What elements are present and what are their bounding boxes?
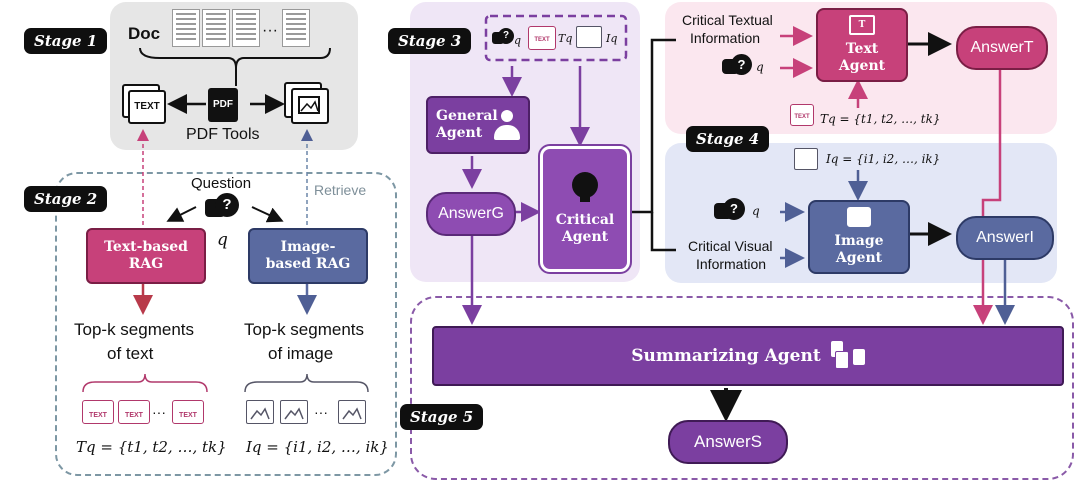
text-agent-label: Text Agent: [838, 41, 886, 74]
doc-ellipsis: ···: [262, 22, 278, 39]
image-segment-k: [338, 400, 366, 424]
image-based-rag-label: Image-based RAG: [265, 239, 351, 272]
connector-arrows: [82, 14, 1015, 422]
text-segment-1: TEXT: [82, 400, 114, 424]
speech-bubble-question-icon: ?: [714, 198, 746, 226]
general-agent-box: General Agent: [426, 96, 530, 154]
pdf-icon: PDF: [208, 88, 238, 122]
answer-s-label: AnswerS: [693, 432, 763, 451]
retrieve-label: Retrieve: [314, 182, 367, 198]
answer-t-box: AnswerT: [956, 26, 1048, 70]
image-document-icon: [284, 82, 330, 124]
topk-image-line1: Top-k segments: [244, 320, 364, 339]
general-agent-label: General Agent: [436, 108, 498, 141]
summarizing-agent-label: Summarizing Agent: [631, 346, 821, 366]
summarizing-agent-box: Summarizing Agent: [432, 326, 1064, 386]
speech-bubble-question-icon: ?: [722, 54, 752, 80]
tq-formula-stage4: Tq = {t1, t2, …, tk}: [820, 112, 941, 126]
stage3-text-stack-icon: TEXT: [528, 26, 556, 50]
pdf-tools-label: PDF Tools: [186, 126, 260, 143]
tq-formula-stage2: Tq = {t1, t2, …, tk}: [76, 438, 227, 456]
document-stack-icon: [830, 341, 865, 371]
stage3-q: q: [514, 34, 522, 47]
critical-visual-line2: Information: [696, 256, 767, 272]
iq-formula-stage4: Iq = {i1, i2, …, ik}: [826, 152, 941, 166]
critical-textual-line2: Information: [690, 30, 761, 46]
doc-page-4: [282, 9, 310, 47]
answer-i-label: AnswerI: [976, 229, 1034, 246]
doc-page-3: [232, 9, 260, 47]
critical-agent-label: Critical Agent: [555, 212, 615, 245]
topk-text-line1: Top-k segments: [74, 320, 194, 339]
text-document-icon: TEXT: [122, 84, 166, 124]
answer-i-box: AnswerI: [956, 216, 1054, 260]
stage4-text-stack-icon: TEXT: [790, 104, 814, 126]
text-segments-ellipsis: ···: [152, 404, 166, 420]
image-agent-label: Image Agent: [834, 233, 884, 266]
critical-visual-line1: Critical Visual: [688, 238, 773, 254]
doc-page-2: [202, 9, 230, 47]
stage4-image-q: q: [752, 204, 760, 218]
speech-bubble-question-icon: ?: [492, 28, 514, 48]
iq-formula-stage2: Iq = {i1, i2, …, ik}: [246, 438, 389, 456]
question-q: q: [217, 230, 228, 250]
image-based-rag-box: Image-based RAG: [248, 228, 368, 284]
stage-4-label: Stage 4: [686, 126, 770, 152]
text-agent-box: T Text Agent: [816, 8, 908, 82]
critical-textual-line1: Critical Textual: [682, 12, 773, 28]
speech-bubble-question-icon: ?: [205, 193, 241, 223]
stage-2-label: Stage 2: [24, 186, 108, 212]
doc-page-1: [172, 9, 200, 47]
stage4-text-q: q: [756, 60, 764, 74]
topk-image-line2: of image: [268, 344, 334, 363]
stage-1-label: Stage 1: [24, 28, 108, 54]
person-icon: [494, 110, 520, 142]
text-segment-k: TEXT: [172, 400, 204, 424]
stage3-tq: Tq: [558, 32, 573, 45]
image-segments-ellipsis: ···: [314, 404, 328, 420]
image-segment-1: [246, 400, 274, 424]
answer-g-label: AnswerG: [438, 205, 504, 222]
answer-g-box: AnswerG: [426, 192, 516, 236]
doc-label: Doc: [128, 24, 161, 43]
text-segment-2: TEXT: [118, 400, 150, 424]
stage-5-label: Stage 5: [400, 404, 484, 430]
text-based-rag-box: Text-based RAG: [86, 228, 206, 284]
image-icon: [847, 207, 871, 227]
image-segment-2: [280, 400, 308, 424]
answer-s-box: AnswerS: [668, 420, 788, 464]
question-label: Question: [191, 175, 252, 192]
text-based-rag-label: Text-based RAG: [104, 239, 188, 272]
stage3-image-stack-icon: [576, 26, 602, 48]
stage3-iq: Iq: [606, 32, 618, 45]
image-agent-box: Image Agent: [808, 200, 910, 274]
critical-agent-box: Critical Agent: [538, 144, 632, 274]
lightbulb-brain-icon: [572, 172, 598, 202]
answer-t-label: AnswerT: [970, 39, 1034, 56]
stage-3-label: Stage 3: [388, 28, 472, 54]
text-icon: T: [849, 15, 875, 35]
stage4-image-stack-icon: [794, 148, 818, 170]
topk-text-line2: of text: [107, 344, 154, 363]
